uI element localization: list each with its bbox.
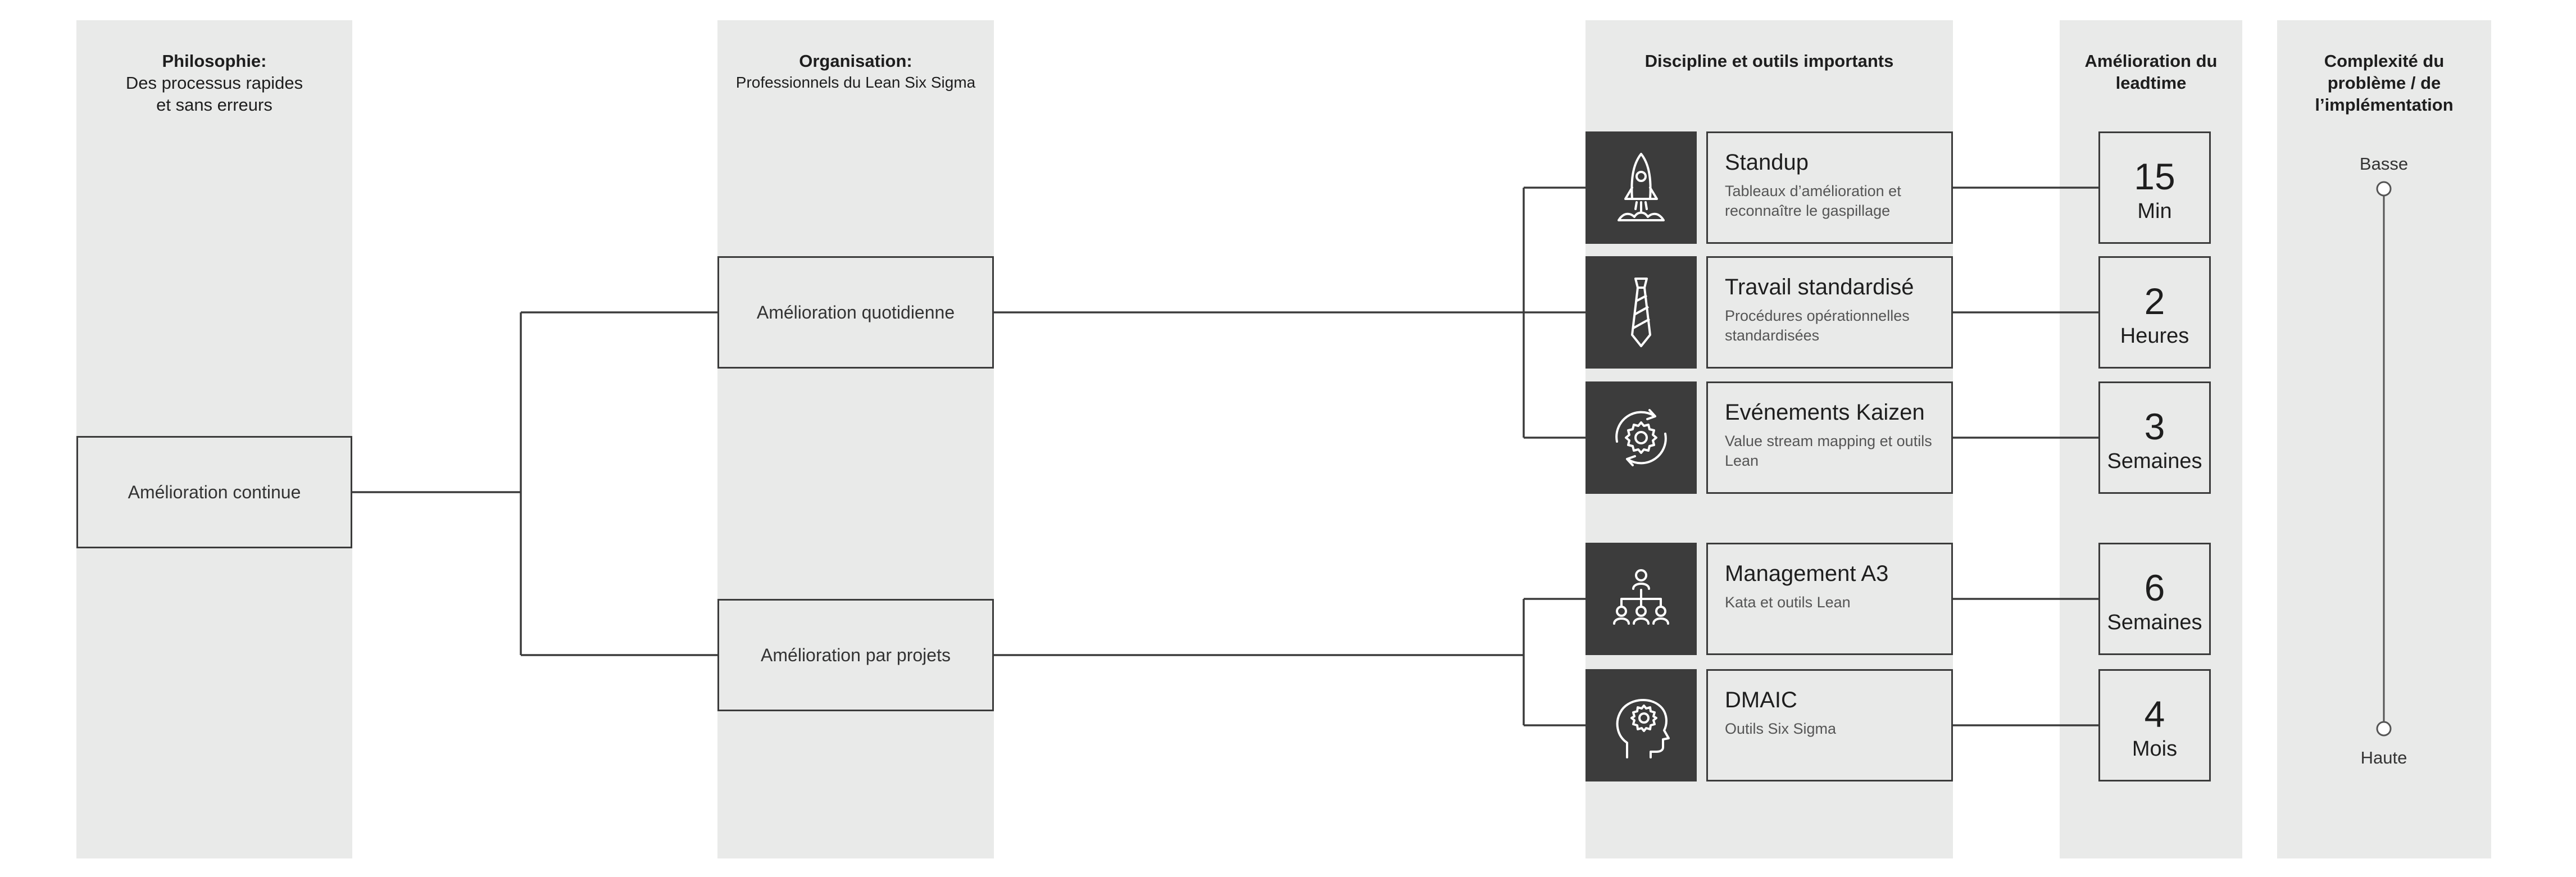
philosophy-title: Philosophie: bbox=[162, 51, 267, 71]
complexity-title-2: problème / de bbox=[2327, 72, 2441, 93]
leadtime-standup: 15 Min bbox=[2098, 131, 2211, 244]
rocket-icon bbox=[1585, 131, 1697, 244]
scale-high-label: Haute bbox=[2360, 748, 2407, 767]
root-node: Amélioration continue bbox=[76, 436, 352, 548]
discipline-title: Discipline et outils importants bbox=[1644, 51, 1894, 71]
leadtime-a3: 6 Semaines bbox=[2098, 543, 2211, 655]
branch-daily-label: Amélioration quotidienne bbox=[756, 302, 955, 322]
scale-high-dot bbox=[2376, 721, 2392, 737]
leadtime-kaizen: 3 Semaines bbox=[2098, 381, 2211, 494]
leadtime-dmaic-num: 4 bbox=[2144, 693, 2165, 735]
complexity-title-1: Complexité du bbox=[2324, 51, 2445, 71]
scale-low-label: Basse bbox=[2359, 154, 2409, 174]
philosophy-subtitle-2: et sans erreurs bbox=[156, 94, 272, 115]
branch-daily: Amélioration quotidienne bbox=[717, 256, 994, 369]
leadtime-a3-num: 6 bbox=[2144, 567, 2165, 608]
philosophy-header: Philosophie: Des processus rapides et sa… bbox=[76, 51, 352, 116]
head-gear-icon bbox=[1585, 669, 1697, 781]
leadtime-standard-work-num: 2 bbox=[2144, 280, 2165, 322]
discipline-header: Discipline et outils importants bbox=[1585, 51, 1953, 72]
tool-standard-work-sub: Procédures opérationnelles standardisées bbox=[1725, 307, 1910, 344]
leadtime-standup-num: 15 bbox=[2134, 156, 2175, 197]
tool-kaizen-title: Evénements Kaizen bbox=[1725, 400, 1925, 425]
leadtime-kaizen-unit: Semaines bbox=[2107, 449, 2202, 473]
tool-a3-title: Management A3 bbox=[1725, 561, 1889, 586]
complexity-title-3: l’implémentation bbox=[2315, 94, 2454, 115]
tool-kaizen-sub: Value stream mapping et outils Lean bbox=[1725, 433, 1932, 470]
tool-kaizen: Evénements Kaizen Value stream mapping e… bbox=[1706, 381, 1953, 494]
scale-low-dot bbox=[2376, 181, 2392, 197]
tool-a3-sub: Kata et outils Lean bbox=[1725, 594, 1851, 611]
leadtime-standard-work: 2 Heures bbox=[2098, 256, 2211, 369]
organisation-header: Organisation: Professionnels du Lean Six… bbox=[717, 51, 994, 92]
leadtime-header: Amélioration du leadtime bbox=[2060, 51, 2242, 94]
leadtime-standup-unit: Min bbox=[2137, 199, 2172, 223]
gear-cycle-icon bbox=[1585, 381, 1697, 494]
organisation-title: Organisation: bbox=[799, 51, 912, 71]
leadtime-title-2: leadtime bbox=[2115, 72, 2187, 93]
organisation-column bbox=[717, 20, 994, 858]
necktie-icon bbox=[1585, 256, 1697, 369]
branch-projects: Amélioration par projets bbox=[717, 599, 994, 711]
tool-standup-sub: Tableaux d’amélioration et reconnaître l… bbox=[1725, 183, 1901, 220]
philosophy-subtitle-1: Des processus rapides bbox=[125, 72, 303, 93]
leadtime-dmaic: 4 Mois bbox=[2098, 669, 2211, 781]
tool-standard-work: Travail standardisé Procédures opération… bbox=[1706, 256, 1953, 369]
leadtime-dmaic-unit: Mois bbox=[2132, 737, 2178, 761]
organisation-subtitle: Professionnels du Lean Six Sigma bbox=[735, 73, 976, 91]
leadtime-title-1: Amélioration du bbox=[2084, 51, 2218, 71]
leadtime-a3-unit: Semaines bbox=[2107, 611, 2202, 634]
tool-a3: Management A3 Kata et outils Lean bbox=[1706, 543, 1953, 655]
branch-projects-label: Amélioration par projets bbox=[761, 644, 951, 665]
root-label: Amélioration continue bbox=[128, 481, 301, 502]
tool-dmaic-title: DMAIC bbox=[1725, 688, 1797, 712]
leadtime-kaizen-num: 3 bbox=[2144, 406, 2165, 447]
tool-dmaic: DMAIC Outils Six Sigma bbox=[1706, 669, 1953, 781]
leadtime-standard-work-unit: Heures bbox=[2120, 324, 2189, 348]
complexity-header: Complexité du problème / de l’implémenta… bbox=[2277, 51, 2491, 116]
tool-standup-title: Standup bbox=[1725, 150, 1809, 175]
tool-dmaic-sub: Outils Six Sigma bbox=[1725, 720, 1837, 737]
tool-standard-work-title: Travail standardisé bbox=[1725, 275, 1914, 299]
tool-standup: Standup Tableaux d’amélioration et recon… bbox=[1706, 131, 1953, 244]
hierarchy-icon bbox=[1585, 543, 1697, 655]
